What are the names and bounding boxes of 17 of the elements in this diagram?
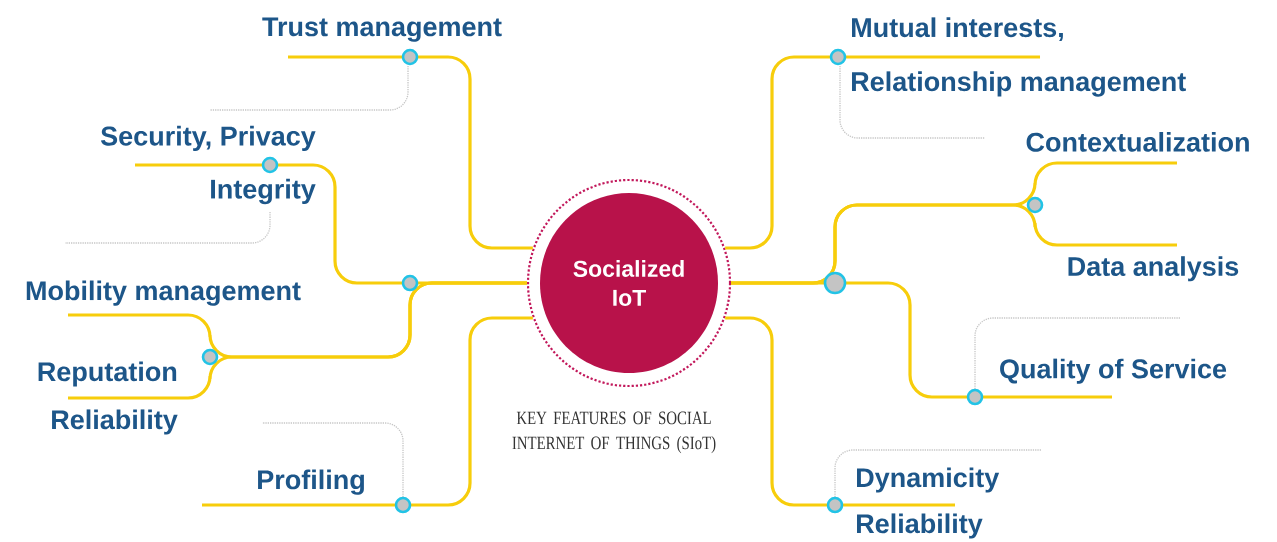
feature-label: Profiling [258,469,364,495]
feature-label: Security, Privacy Integrity [100,125,316,205]
feature-label: Trust management [262,17,502,42]
feature-label: Data analysis [1068,256,1239,282]
feature-label: Mutual interests, Relationship management [852,17,1186,97]
connector [202,316,533,507]
connector [725,55,1040,250]
feature-label: Mobility management [26,280,301,306]
feature-label: Reputation Reliability [38,361,178,435]
feature-label: Dynamicity Reliability [857,467,1000,539]
node-label: KEY FEATURES OF SOCIAL INTERNET OF THINGS (SIoT) [512,411,716,454]
feature-label: Quality of Service [1000,358,1227,384]
connector [288,55,533,250]
connector [725,316,955,507]
connector [68,281,527,400]
feature-label: Contextualization [1026,131,1249,152]
connector [731,281,1112,399]
